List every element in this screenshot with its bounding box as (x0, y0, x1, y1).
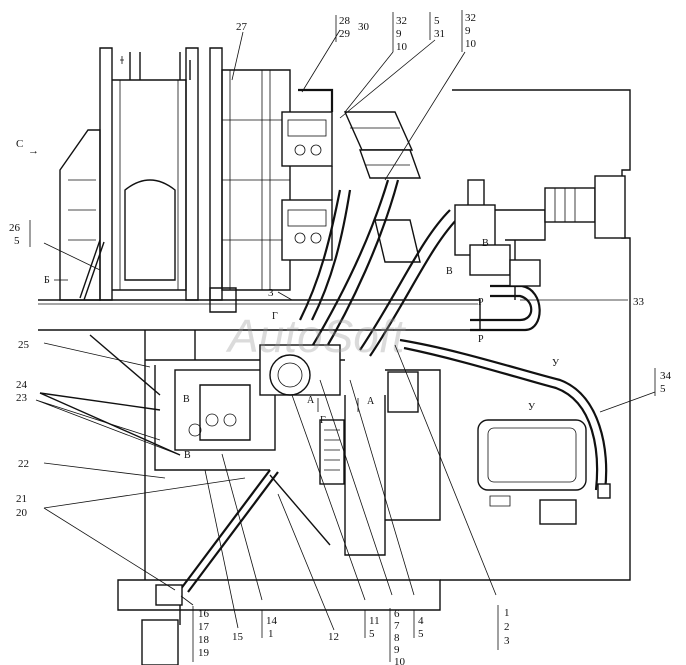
callout-5-left: 5 (14, 235, 20, 247)
solenoid-valves (343, 111, 421, 263)
callout-28: 28 (339, 15, 351, 27)
watermark-text: AutoSoft (225, 310, 407, 362)
callout-6: 6 (394, 608, 400, 620)
callout-5-b: 5 (369, 628, 375, 640)
callout-2: 2 (504, 621, 510, 633)
section-letter-g-upper: Г (272, 311, 278, 322)
callout-20: 20 (16, 507, 28, 519)
section-letter-v-pump-2: В (446, 266, 453, 277)
callout-12: 12 (328, 631, 339, 643)
callout-14: 14 (266, 615, 278, 627)
valve-block-upper (281, 88, 334, 261)
callout-32-a: 32 (396, 15, 407, 27)
view-marker-arrow: → (28, 145, 39, 157)
callout-19: 19 (198, 647, 210, 659)
callout-26-5-group: 26 5 (9, 220, 31, 247)
callout-11-5-group: 11 5 (364, 610, 380, 640)
view-3-label: 3 (268, 287, 274, 299)
linkage-rods (39, 239, 331, 665)
section-letters: Б В В Г Г В В Р Р У У А А 3 (44, 238, 560, 461)
distributor-valve (174, 344, 419, 485)
callout-18: 18 (198, 634, 210, 646)
callout-9-b: 9 (465, 25, 471, 37)
callout-5-right: 5 (660, 383, 666, 395)
callout-16: 16 (198, 608, 210, 620)
callout-27: 27 (236, 21, 248, 33)
callout-9-a: 9 (396, 28, 402, 40)
callout-7: 7 (394, 620, 400, 632)
callout-8: 8 (394, 632, 400, 644)
section-letter-b: Б (44, 275, 50, 286)
callouts: 27 28 29 30 32 9 10 5 31 32 9 10 26 5 (9, 10, 672, 665)
callout-16-19-group: 16 17 18 19 (192, 606, 210, 662)
section-letter-a-right: А (367, 396, 375, 407)
callout-34: 34 (660, 370, 672, 382)
callout-22: 22 (18, 458, 29, 470)
section-letter-r-lower: Р (478, 334, 484, 345)
callout-24-23-group: 24 23 (16, 379, 28, 404)
section-letter-v-left: В (183, 394, 190, 405)
callout-1: 1 (504, 607, 510, 619)
callout-30: 30 (358, 21, 370, 33)
section-letter-u-2: У (528, 402, 536, 413)
leader-lines (35, 29, 656, 631)
section-letter-g-lower: Г (320, 415, 326, 426)
callout-6-10-group: 6 7 8 9 10 (389, 608, 406, 665)
callout-17: 17 (198, 621, 210, 633)
callout-21-20-group: 21 20 (16, 493, 28, 519)
section-letter-a-left: А (307, 395, 315, 406)
view-marker-letter: С (16, 138, 23, 150)
callout-23: 23 (16, 392, 28, 404)
callout-29: 29 (339, 28, 351, 40)
callout-3: 3 (504, 635, 510, 647)
callout-33: 33 (633, 296, 645, 308)
callout-11: 11 (369, 615, 380, 627)
callout-1-3-group: 1 2 3 (497, 605, 510, 650)
callout-4: 4 (418, 615, 424, 627)
callout-5-c: 5 (418, 628, 424, 640)
callout-10-a: 10 (396, 41, 408, 53)
winch-drum-assembly (59, 47, 291, 313)
callout-32-9-10-b-group: 32 9 10 (461, 10, 477, 52)
callout-24: 24 (16, 379, 28, 391)
callout-4-5-group: 4 5 (413, 610, 424, 640)
callout-14-1-group: 14 1 (261, 610, 278, 640)
section-letter-r-upper: Р (478, 297, 484, 308)
hydraulic-hoses (179, 179, 608, 593)
callout-15: 15 (232, 631, 244, 643)
callout-10-b: 10 (465, 38, 477, 50)
callout-26: 26 (9, 222, 21, 234)
callout-31: 31 (434, 28, 445, 40)
callout-10-c: 10 (394, 656, 406, 665)
section-letter-v-pump-1: В (482, 238, 489, 249)
callout-34-5-group: 34 5 (654, 368, 672, 396)
callout-1-a: 1 (268, 628, 274, 640)
callout-28-29-group: 28 29 30 (335, 15, 370, 42)
callout-32-b: 32 (465, 12, 476, 24)
callout-9-c: 9 (394, 644, 400, 656)
control-box (477, 419, 611, 525)
callout-25: 25 (18, 339, 30, 351)
callout-32-9-10-a-group: 32 9 10 (392, 12, 408, 53)
callout-5-top: 5 (434, 15, 440, 27)
section-letter-v-bottom: В (184, 450, 191, 461)
pump-right (454, 175, 626, 300)
callout-21: 21 (16, 493, 27, 505)
section-letter-u-1: У (552, 358, 560, 369)
callout-5-31-group: 5 31 (429, 12, 445, 40)
